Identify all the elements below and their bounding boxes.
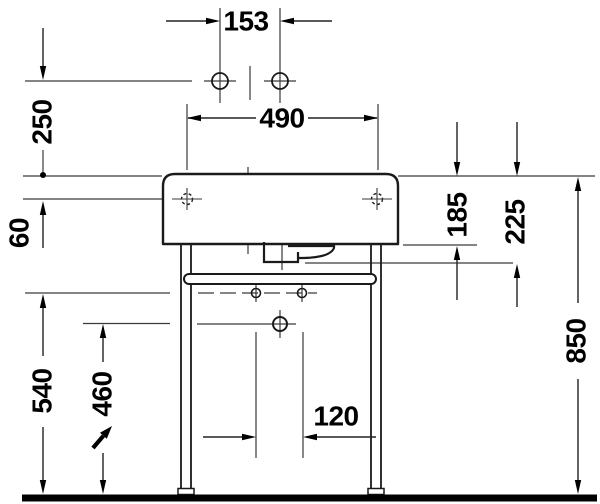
dim-dot-terminator: [40, 172, 46, 178]
dim-label-460: 460: [87, 371, 118, 416]
basin-outline: [161, 172, 400, 246]
fixing-hole-right: [296, 287, 308, 299]
dimension-lines: [39, 17, 582, 494]
siphon-cover: [288, 244, 336, 260]
fixing-hole-left: [250, 287, 262, 299]
dim-label-540: 540: [27, 368, 58, 413]
wall-fitting-hole-right: [271, 72, 289, 90]
dim-label-225: 225: [500, 199, 531, 244]
dim-225-rim-to-siphon-bottom: [513, 122, 521, 307]
leg-foot-right: [367, 487, 385, 496]
dim-60-rim-to-tap-holes: [39, 201, 47, 248]
dim-460-drain-height: [99, 324, 107, 494]
washbasin-console-structure: [22, 72, 597, 502]
dim-490-console-width: [187, 114, 378, 122]
drain-hole: [272, 316, 288, 332]
leg-foot-left: [177, 487, 195, 496]
towel-rail: [183, 273, 377, 285]
dim-153-tap-hole-spacing: [166, 17, 332, 25]
dim-label-850: 850: [561, 318, 592, 363]
dim-850-rim-height: [574, 177, 582, 494]
dim-label-185: 185: [442, 192, 473, 237]
dim-label-153: 153: [223, 6, 268, 37]
dim-label-60: 60: [4, 218, 35, 248]
dim-120-fixing-holes-spacing: [203, 433, 376, 441]
dim-label-120: 120: [313, 401, 358, 432]
dim-label-250: 250: [27, 99, 58, 144]
dim-540-fixing-holes-height: [39, 294, 47, 494]
adjustable-arrow-icon: [91, 426, 112, 450]
dim-250-wall-fittings-to-rim: [39, 28, 47, 178]
wall-fitting-hole-left: [211, 72, 229, 90]
basin-tap-holes: [172, 188, 392, 210]
dim-label-490: 490: [259, 103, 304, 134]
dimension-labels: 153 490 120 250 60 185 225 850 540 460: [4, 6, 592, 432]
dim-185-rim-to-underside: [453, 122, 461, 300]
